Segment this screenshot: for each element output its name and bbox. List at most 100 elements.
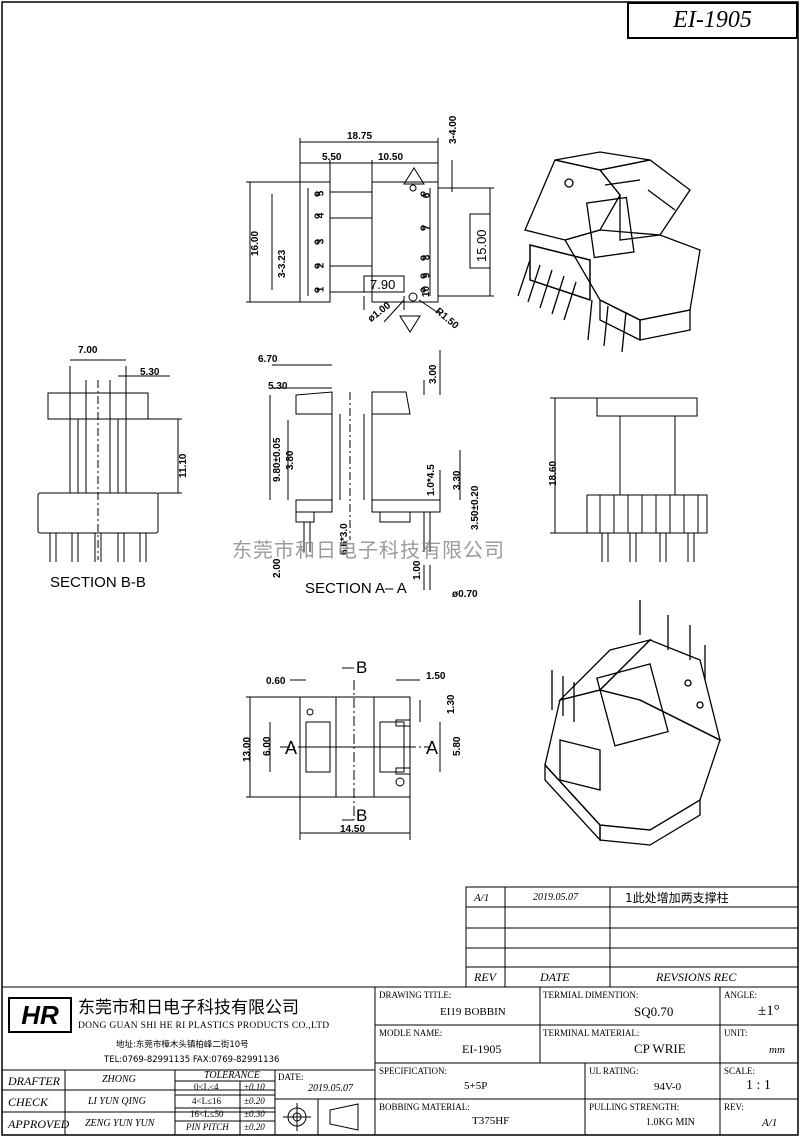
scale-value: 1 : 1 — [746, 1078, 771, 1093]
rev-header-rev: REV — [474, 970, 496, 984]
ul-label: UL RATING: — [589, 1066, 639, 1076]
section-b-caption: SECTION B-B — [50, 574, 146, 591]
unit-value: mm — [769, 1044, 785, 1056]
dim-1300: 13.00 — [242, 736, 253, 762]
drawing-title-label: DRAWING TITLE: — [379, 990, 452, 1000]
date-label: DATE: — [278, 1072, 304, 1082]
dim-3-400: 3-4.00 — [448, 115, 459, 144]
dim-600: 6.00 — [262, 736, 273, 756]
bobbin-mat-label: BOBBING MATERIAL: — [379, 1102, 470, 1112]
tol-value-1: ±0.10 — [244, 1082, 265, 1092]
iso-view-top — [517, 151, 701, 353]
dim-580: 5.80 — [452, 736, 463, 756]
company-address: 地址:东莞市樟木头镇柏峰二街10号 — [116, 1040, 249, 1050]
rev-header-rec: REVSIONS REC — [656, 970, 737, 984]
dim-dia-070: ø0.70 — [452, 589, 478, 600]
tol-range-2: 4<L≤16 — [192, 1096, 222, 1106]
pin-label-9: 9 — [421, 272, 433, 279]
dim-330: 3.30 — [452, 470, 463, 490]
rev-value: A/1 — [762, 1117, 778, 1129]
pin-label-2: 2 — [315, 262, 327, 269]
approved-label: APPROVED — [8, 1117, 70, 1131]
tol-range-4: PIN PITCH — [186, 1122, 229, 1132]
rev-row-1-date: 2019.05.07 — [533, 892, 578, 903]
pull-value: 1.0KG MIN — [646, 1117, 695, 1128]
side-view — [550, 397, 708, 562]
pin-label-1: 1 — [315, 286, 327, 293]
company-name-cn: 东莞市和日电子科技有限公司 — [78, 998, 299, 1018]
dim-060: 0.60 — [266, 676, 286, 687]
section-a-a — [269, 350, 461, 590]
dim-790: 7.90 — [370, 277, 396, 292]
dim-1050: 10.50 — [378, 152, 404, 163]
pin-label-4: 4 — [315, 212, 327, 219]
dim-530-a: 5.30 — [268, 381, 288, 392]
angle-label: ANGLE: — [724, 990, 757, 1000]
revision-table-lines — [465, 886, 799, 988]
spec-label: SPECIFICATION: — [379, 1066, 448, 1076]
dim-1450: 14.50 — [340, 824, 366, 835]
pin-label-7: 7 — [421, 224, 433, 231]
check-name: LI YUN QING — [88, 1096, 146, 1107]
pin-label-8: 8 — [421, 254, 433, 261]
iso-view-bottom — [544, 600, 721, 846]
tol-range-3: 16<L≤50 — [190, 1109, 224, 1119]
dim-670: 6.70 — [258, 354, 278, 365]
dim-350: 3.50±0.20 — [470, 485, 481, 530]
tol-value-3: ±0.30 — [244, 1109, 265, 1119]
part-number-title: EI-1905 — [627, 2, 798, 39]
pull-label: PULLING STRENGTH: — [589, 1102, 680, 1112]
dim-1110: 11.10 — [178, 453, 189, 478]
dim-530-b: 5.30 — [140, 367, 160, 378]
section-a-caption: SECTION A– A — [305, 580, 407, 597]
company-logo: HR — [8, 997, 72, 1033]
dim-980: 9.80±0.05 — [272, 437, 283, 482]
tol-value-2: ±0.20 — [244, 1096, 265, 1106]
dim-1600: 16.00 — [250, 230, 261, 256]
dim-700: 7.00 — [78, 345, 98, 356]
dim-150: 1.50 — [426, 671, 446, 682]
ul-value: 94V-0 — [654, 1081, 682, 1093]
dim-1860: 18.60 — [548, 460, 559, 486]
pin-label-10: 10 — [421, 285, 433, 298]
dim-300: 3.00 — [428, 364, 439, 384]
model-label: MODLE NAME: — [379, 1028, 443, 1038]
unit-label: UNIT: — [724, 1028, 748, 1038]
section-marker-bottom: B — [356, 806, 368, 825]
rev-label: REV: — [724, 1102, 744, 1112]
pin-label-6: 6 — [421, 192, 433, 199]
terminal-mat-label: TERMINAL MATERIAL: — [543, 1028, 640, 1038]
drafter-label: DRAFTER — [8, 1074, 60, 1088]
rev-row-1-mark: A/1 — [474, 892, 490, 904]
dim-380: 3.80 — [285, 450, 296, 470]
watermark: 东莞市和日电子科技有限公司 — [232, 538, 505, 562]
pin-label-5: 5 — [315, 190, 327, 197]
bobbin-mat: T375HF — [472, 1115, 510, 1127]
dim-overall-length: 18.75 — [347, 131, 373, 142]
section-a-marker-left: A — [285, 738, 298, 758]
company-tel: TEL:0769-82991135 FAX:0769-82991136 — [104, 1055, 280, 1065]
tol-range-1: 0<L≤4 — [194, 1082, 219, 1092]
dim-130: 1.30 — [446, 694, 457, 714]
terminal-dim: SQ0.70 — [634, 1004, 674, 1019]
section-a-marker-right: A — [426, 738, 439, 758]
angle-value: ±1° — [758, 1003, 780, 1019]
top-view — [246, 138, 494, 333]
title-block-lines — [2, 986, 798, 1135]
drafter-name: ZHONG — [102, 1074, 136, 1085]
drawing-title: EI19 BOBBIN — [440, 1006, 506, 1018]
section-marker-top: B — [356, 658, 368, 677]
scale-label: SCALE: — [724, 1066, 756, 1076]
terminal-mat: CP WRIE — [634, 1041, 686, 1056]
check-label: CHECK — [8, 1095, 49, 1109]
date-value: 2019.05.07 — [308, 1083, 353, 1094]
model-name: EI-1905 — [462, 1042, 502, 1056]
dim-3-323: 3-3.23 — [277, 249, 288, 278]
approved-name: ZENG YUN YUN — [85, 1118, 155, 1129]
tolerance-header: TOLERANCE — [204, 1070, 260, 1081]
rev-row-1-note: 1此处增加两支撑柱 — [625, 891, 729, 905]
terminal-dim-label: TERMIAL DIMENTION: — [543, 990, 639, 1000]
spec-value: 5+5P — [464, 1080, 488, 1092]
